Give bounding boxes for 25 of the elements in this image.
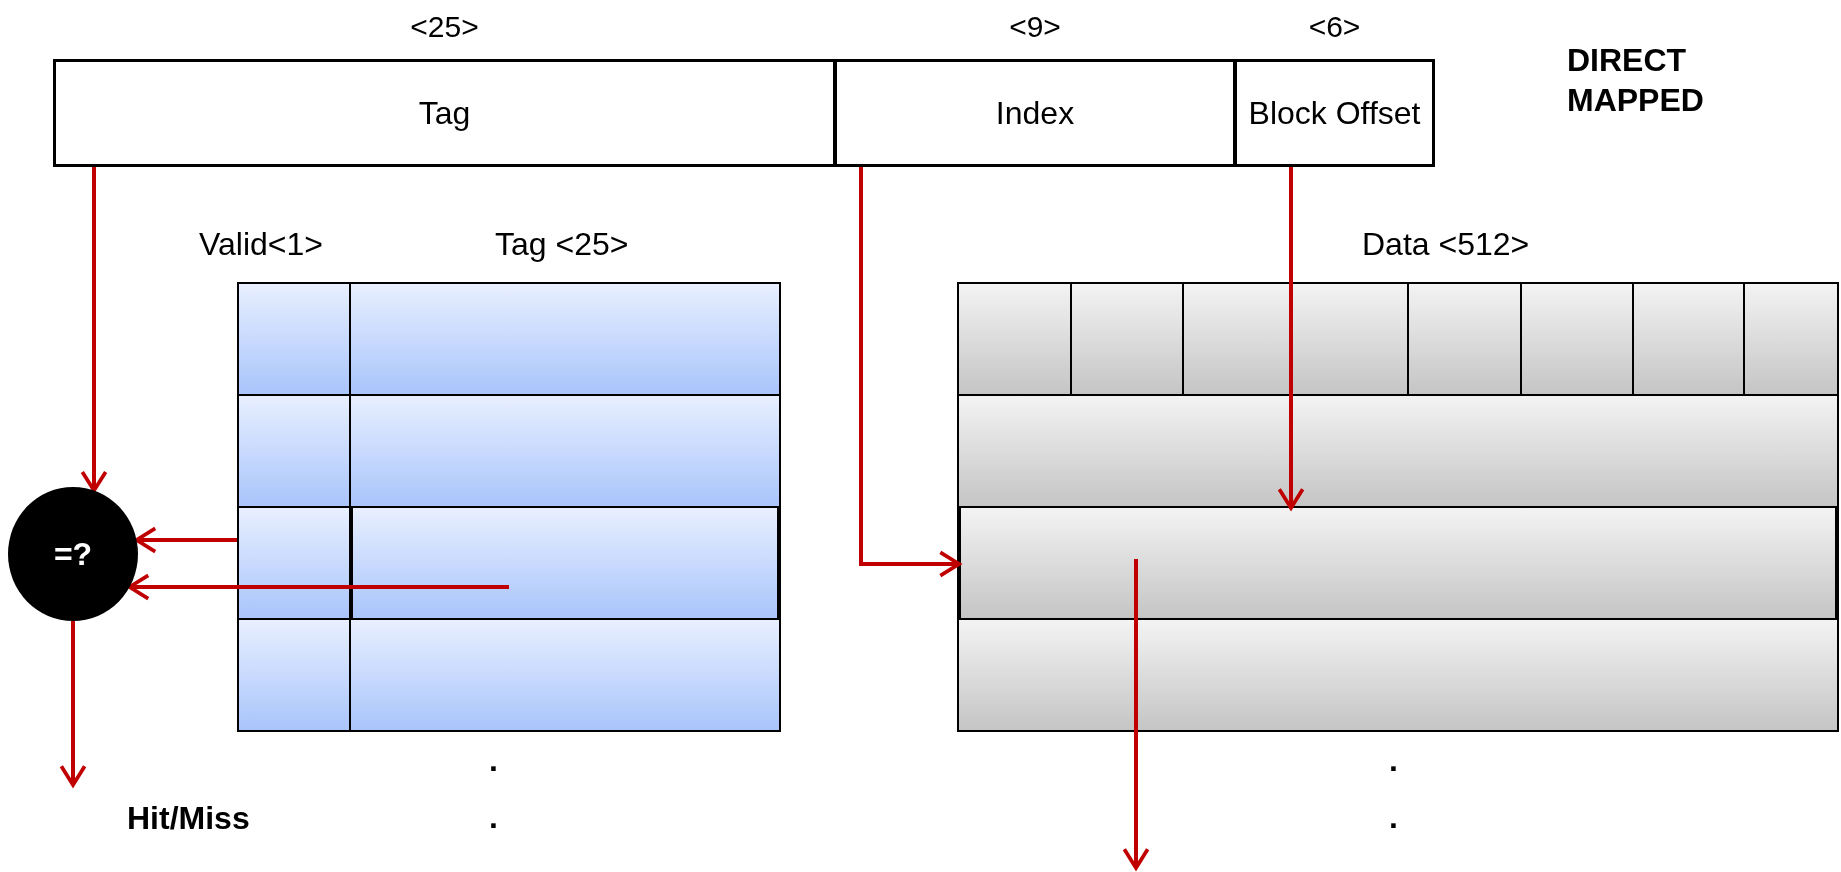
arrow: [134, 526, 237, 554]
arrow: [1277, 167, 1305, 510]
field-label: Tag: [418, 95, 471, 131]
bit-width-label: <9>: [1008, 10, 1062, 44]
arrow: [859, 167, 961, 578]
ellipsis-dot: .: [1389, 798, 1398, 837]
field-label: Block Offset: [1248, 95, 1421, 131]
bit-width-label: <25>: [409, 10, 480, 44]
arrow: [80, 167, 108, 493]
arrow: [59, 621, 87, 787]
arrow: [1122, 559, 1150, 870]
arrow: [127, 573, 509, 601]
ellipsis-dot: .: [489, 741, 498, 780]
bit-width-label: <6>: [1307, 10, 1362, 44]
column-heading: Data <512>: [1362, 226, 1530, 263]
column-heading: Tag <25>: [495, 226, 629, 263]
data-row: [959, 506, 1837, 620]
comparator-ellipse: =?: [8, 487, 138, 621]
diagram-label: DIRECT MAPPED: [1567, 41, 1705, 120]
ellipsis-dot: .: [489, 798, 498, 837]
column-heading: Valid<1>: [199, 226, 323, 263]
ellipsis-dot: .: [1389, 741, 1398, 780]
field-label: Index: [995, 95, 1075, 131]
tag-cell: [351, 506, 779, 620]
output-label: Hit/Miss: [60, 785, 300, 851]
